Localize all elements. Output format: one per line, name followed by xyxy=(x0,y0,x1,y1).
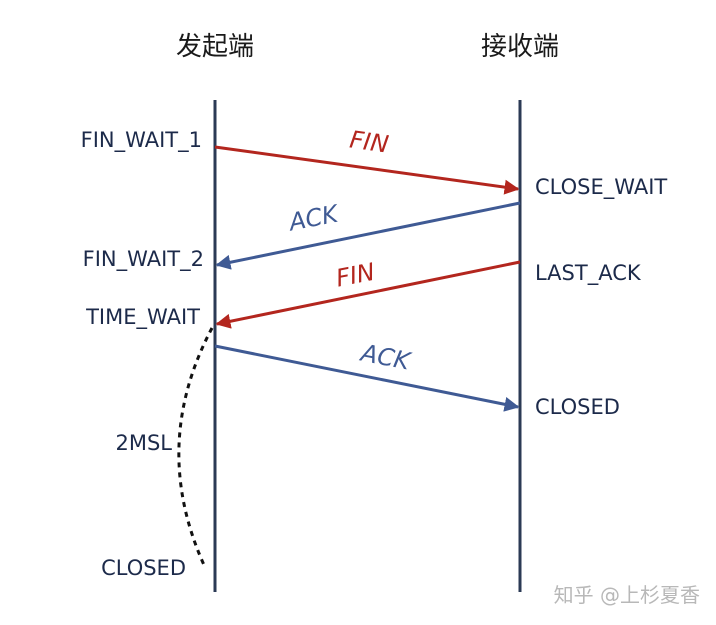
state-time-wait: TIME_WAIT xyxy=(85,305,200,330)
state-close-wait: CLOSE_WAIT xyxy=(535,175,667,200)
ack-label-1: ACK xyxy=(285,199,343,237)
fin-label-1: FIN xyxy=(348,126,390,159)
state-sender-closed: CLOSED xyxy=(101,556,186,580)
fin-arrow-2 xyxy=(215,260,521,329)
2msl-timer-arc xyxy=(177,327,214,566)
state-receiver-closed: CLOSED xyxy=(535,395,620,419)
watermark: 知乎 @上杉夏香 xyxy=(554,583,700,607)
state-last-ack: LAST_ACK xyxy=(535,261,642,286)
fin-label-2: FIN xyxy=(334,258,378,293)
state-fin-wait-1: FIN_WAIT_1 xyxy=(81,128,202,153)
ack-arrow-1 xyxy=(215,201,521,270)
state-fin-wait-2: FIN_WAIT_2 xyxy=(83,247,204,272)
ack-label-2: ACK xyxy=(357,338,415,376)
fin-arrow-1 xyxy=(214,145,520,195)
receiver-header: 接收端 xyxy=(481,32,559,62)
sender-header: 发起端 xyxy=(176,32,254,62)
2msl-label: 2MSL xyxy=(115,431,172,455)
ack-arrow-2 xyxy=(214,344,520,412)
